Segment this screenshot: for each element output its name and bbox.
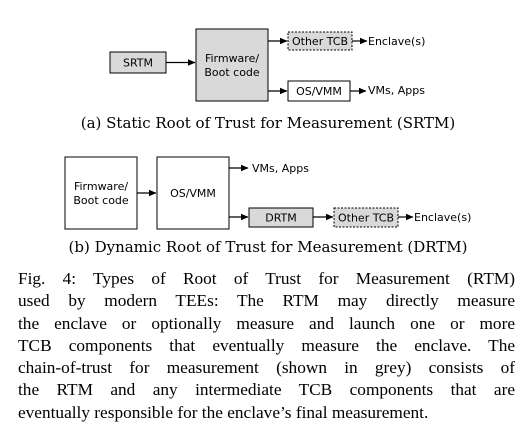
- vms-apps-label-b: VMs, Apps: [252, 162, 309, 175]
- other-tcb-label-b: Other TCB: [338, 212, 394, 225]
- os-vmm-box-b: [156, 156, 230, 230]
- firmware-label-a-line2: Boot code: [204, 66, 260, 79]
- firmware-label-b-line1: Firmware/: [74, 180, 128, 193]
- drtm-label: DRTM: [265, 212, 297, 225]
- figure-caption-line: chain-of-trust for measurement (shown in…: [18, 358, 515, 378]
- firmware-label-b-line2: Boot code: [73, 194, 129, 207]
- figure-caption-line: eventually responsible for the enclave’s…: [18, 402, 429, 422]
- enclaves-label-a: Enclave(s): [368, 35, 425, 48]
- firmware-label-a-line1: Firmware/: [205, 52, 259, 65]
- drtm-diagram: Firmware/ Boot code OS/VMM VMs, Apps DRT…: [64, 156, 471, 256]
- srtm-label: SRTM: [123, 57, 153, 70]
- caption-b: (b) Dynamic Root of Trust for Measuremen…: [69, 238, 468, 256]
- enclaves-label-b: Enclave(s): [414, 211, 471, 224]
- srtm-diagram: SRTM Firmware/ Boot code Other TCB Encla…: [81, 28, 456, 132]
- figure-caption-line: TCB components that eventually measure t…: [18, 335, 515, 355]
- figure-caption-line: used by modern TEEs: The RTM may directl…: [18, 291, 515, 311]
- rtm-diagrams: SRTM Firmware/ Boot code Other TCB Encla…: [64, 28, 471, 256]
- vms-apps-label-a: VMs, Apps: [368, 84, 425, 97]
- figure-caption: Fig. 4: Types of Root of Trust for Measu…: [18, 268, 515, 424]
- os-vmm-label-a: OS/VMM: [296, 85, 342, 98]
- firmware-box-b: [64, 156, 138, 230]
- firmware-box-a: [195, 28, 269, 102]
- figure-caption-line: the enclave or optionally measure and la…: [18, 313, 515, 333]
- other-tcb-box-a: [287, 31, 353, 51]
- caption-a: (a) Static Root of Trust for Measurement…: [81, 114, 456, 132]
- other-tcb-label-a: Other TCB: [292, 35, 348, 48]
- os-vmm-label-b: OS/VMM: [170, 187, 216, 200]
- figure-caption-line: Fig. 4: Types of Root of Trust for Measu…: [18, 269, 515, 288]
- figure-caption-line: the RTM and any intermediate TCB compone…: [18, 380, 515, 400]
